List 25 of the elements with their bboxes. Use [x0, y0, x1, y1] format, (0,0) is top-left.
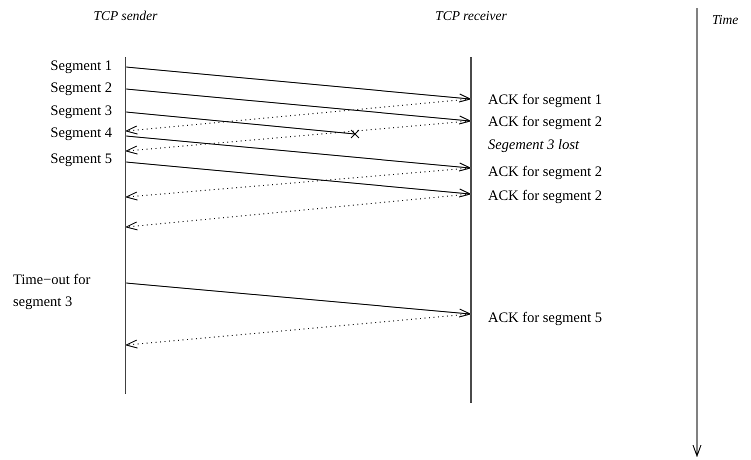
arrow: [126, 66, 471, 102]
edge-label: Segment 1: [50, 57, 112, 76]
arrow: [126, 282, 471, 318]
edge-label: Segment 5: [50, 150, 112, 169]
edge-label: ACK for segment 2: [488, 113, 602, 132]
arrow: [126, 88, 471, 124]
note: Segement 3 lost: [488, 136, 580, 155]
lifeline-heading: TCP sender: [92, 8, 158, 24]
edge-label: ACK for segment 5: [488, 309, 602, 328]
dotted-arrow: [126, 168, 471, 201]
axis-label: Time: [712, 11, 738, 29]
edge-label: Segment 4: [50, 124, 112, 143]
dotted-arrow: [126, 314, 471, 348]
arrow: [126, 136, 471, 172]
edge-label: ACK for segment 2: [488, 187, 602, 206]
dotted-arrow: [126, 98, 471, 134]
edge-label: ACK for segment 1: [488, 91, 602, 110]
edge-label: Segment 2: [50, 79, 112, 98]
arrow: [126, 162, 471, 198]
dotted-arrow: [126, 120, 471, 155]
edge-label: Segment 3: [50, 102, 112, 121]
lifeline-heading: TCP receiver: [434, 8, 508, 24]
edge-label: Time−out for segment 3: [13, 271, 92, 312]
dotted-arrow: [126, 194, 471, 230]
edge-label: ACK for segment 2: [488, 163, 602, 182]
